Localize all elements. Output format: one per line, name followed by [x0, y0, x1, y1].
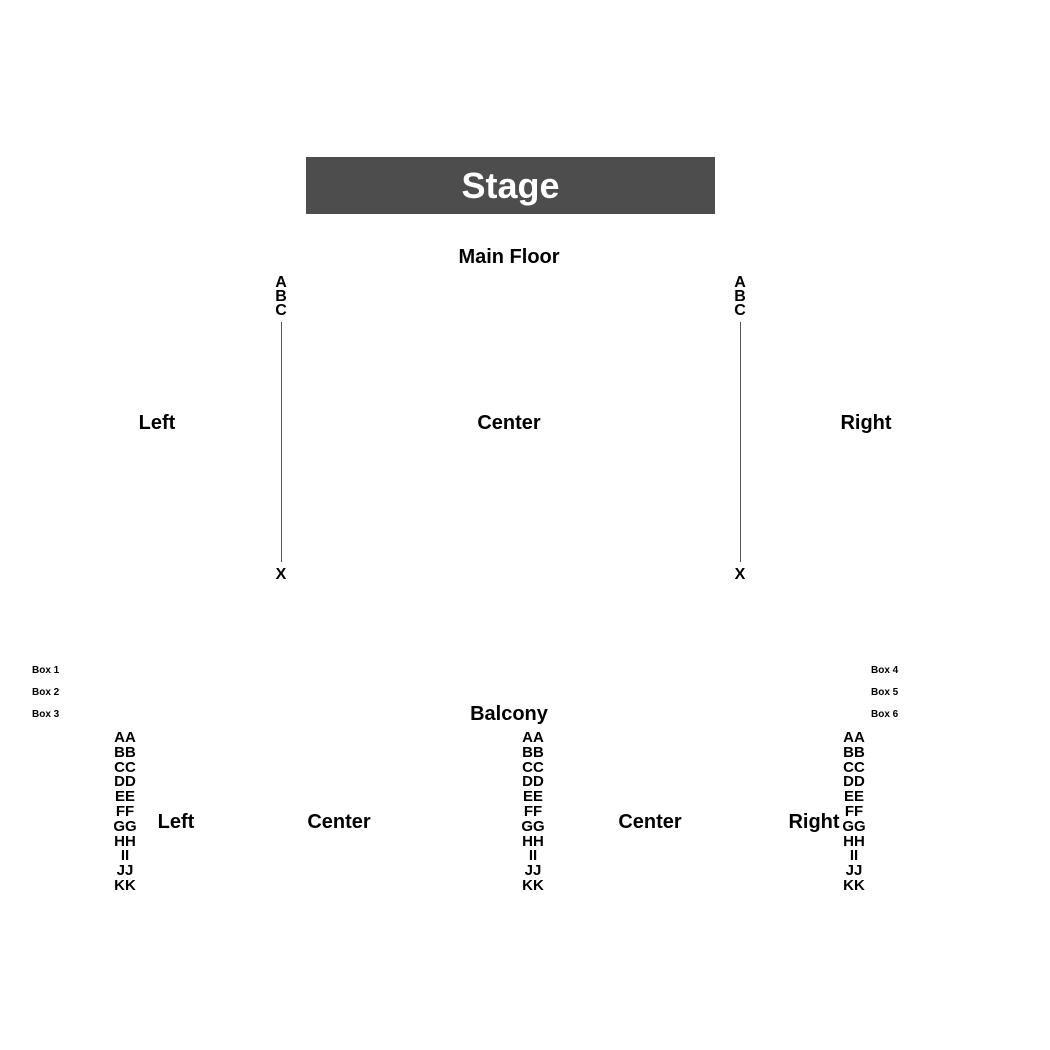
box-3[interactable]: Box 3	[32, 709, 60, 720]
row-label: C	[734, 302, 746, 319]
stage[interactable]: Stage	[306, 157, 715, 214]
row-label: AA	[522, 729, 544, 746]
balcony-center-rows: AA BB CC DD EE FF GG HH II JJ KK	[513, 729, 553, 894]
row-label: II	[528, 847, 538, 865]
main-floor-right-aisle-top-rows: A B C	[725, 274, 755, 319]
row-label: AA	[114, 729, 136, 746]
main-floor-section-right[interactable]: Right	[840, 412, 892, 434]
balcony-section-left[interactable]: Left	[157, 811, 195, 833]
row-label: DD	[843, 773, 865, 791]
balcony-title: Balcony	[470, 703, 548, 725]
row-label: KK	[522, 876, 544, 894]
row-label: KK	[114, 876, 136, 894]
row-label: EE	[114, 788, 135, 806]
balcony-section-center-right[interactable]: Center	[618, 811, 682, 833]
row-label: JJ	[845, 862, 863, 880]
row-label: A	[275, 274, 287, 291]
balcony-section-right[interactable]: Right	[788, 811, 840, 833]
box-5[interactable]: Box 5	[871, 687, 899, 698]
main-floor-section-left[interactable]: Left	[138, 412, 176, 434]
stage-label: Stage	[461, 164, 560, 206]
row-label: HH	[843, 832, 865, 850]
main-floor-left-aisle-line	[281, 322, 282, 562]
row-label: CC	[114, 758, 136, 776]
box-6[interactable]: Box 6	[871, 709, 899, 720]
main-floor-right-aisle-line	[740, 322, 741, 562]
row-label: GG	[113, 817, 137, 835]
row-label: KK	[843, 876, 865, 894]
row-label: FF	[523, 802, 543, 820]
row-label: EE	[522, 788, 543, 806]
row-label: C	[275, 302, 287, 319]
row-label: II	[120, 847, 130, 865]
row-label: FF	[844, 802, 864, 820]
row-label: DD	[522, 773, 544, 791]
row-label: BB	[843, 743, 865, 761]
row-label: B	[734, 288, 746, 305]
balcony-right-rows: AA BB CC DD EE FF GG HH II JJ KK	[834, 729, 874, 894]
main-floor-left-aisle-bottom-row: X	[275, 566, 287, 583]
row-label: JJ	[116, 862, 134, 880]
row-label: AA	[843, 729, 865, 746]
box-4[interactable]: Box 4	[871, 665, 899, 676]
row-label: EE	[843, 788, 864, 806]
row-label: JJ	[524, 862, 542, 880]
row-label: II	[849, 847, 859, 865]
balcony-section-center-left[interactable]: Center	[307, 811, 371, 833]
row-label: B	[275, 288, 287, 305]
box-2[interactable]: Box 2	[32, 687, 60, 698]
row-label: GG	[842, 817, 866, 835]
main-floor-left-aisle-top-rows: A B C	[266, 274, 296, 319]
row-label: DD	[114, 773, 136, 791]
main-floor-section-center[interactable]: Center	[477, 412, 541, 434]
row-label: HH	[114, 832, 136, 850]
row-label: HH	[522, 832, 544, 850]
row-label: A	[734, 274, 746, 291]
row-label: BB	[114, 743, 136, 761]
balcony-left-rows: AA BB CC DD EE FF GG HH II JJ KK	[105, 729, 145, 894]
row-label: GG	[521, 817, 545, 835]
main-floor-title: Main Floor	[458, 246, 560, 268]
row-label: FF	[115, 802, 135, 820]
main-floor-right-aisle-bottom-row: X	[734, 566, 746, 583]
row-label: CC	[843, 758, 865, 776]
row-label: CC	[522, 758, 544, 776]
box-1[interactable]: Box 1	[32, 665, 60, 676]
row-label: BB	[522, 743, 544, 761]
